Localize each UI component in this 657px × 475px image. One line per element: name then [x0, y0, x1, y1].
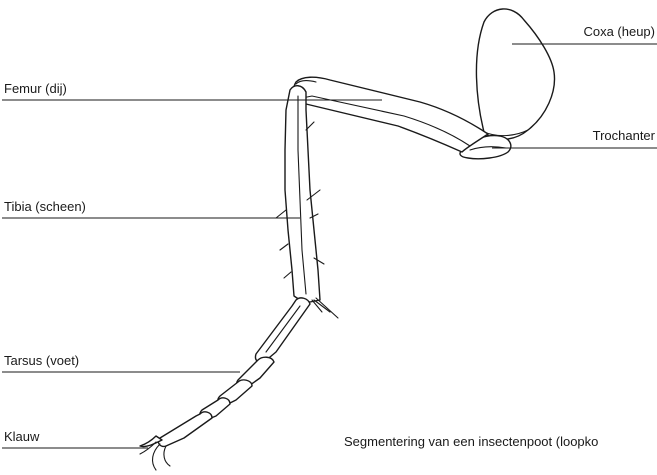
insect-leg — [140, 9, 554, 470]
label-klauw: Klauw — [4, 429, 40, 444]
femur-segment — [294, 77, 488, 152]
label-tarsus: Tarsus (voet) — [4, 353, 79, 368]
label-tibia: Tibia (scheen) — [4, 199, 86, 214]
diagram-caption: Segmentering van een insectenpoot (loopk… — [344, 434, 598, 449]
coxa-segment — [476, 9, 554, 139]
label-trochanter: Trochanter — [593, 128, 656, 143]
label-femur: Femur (dij) — [4, 81, 67, 96]
tarsus-segment-5 — [158, 412, 212, 446]
label-coxa: Coxa (heup) — [583, 24, 655, 39]
